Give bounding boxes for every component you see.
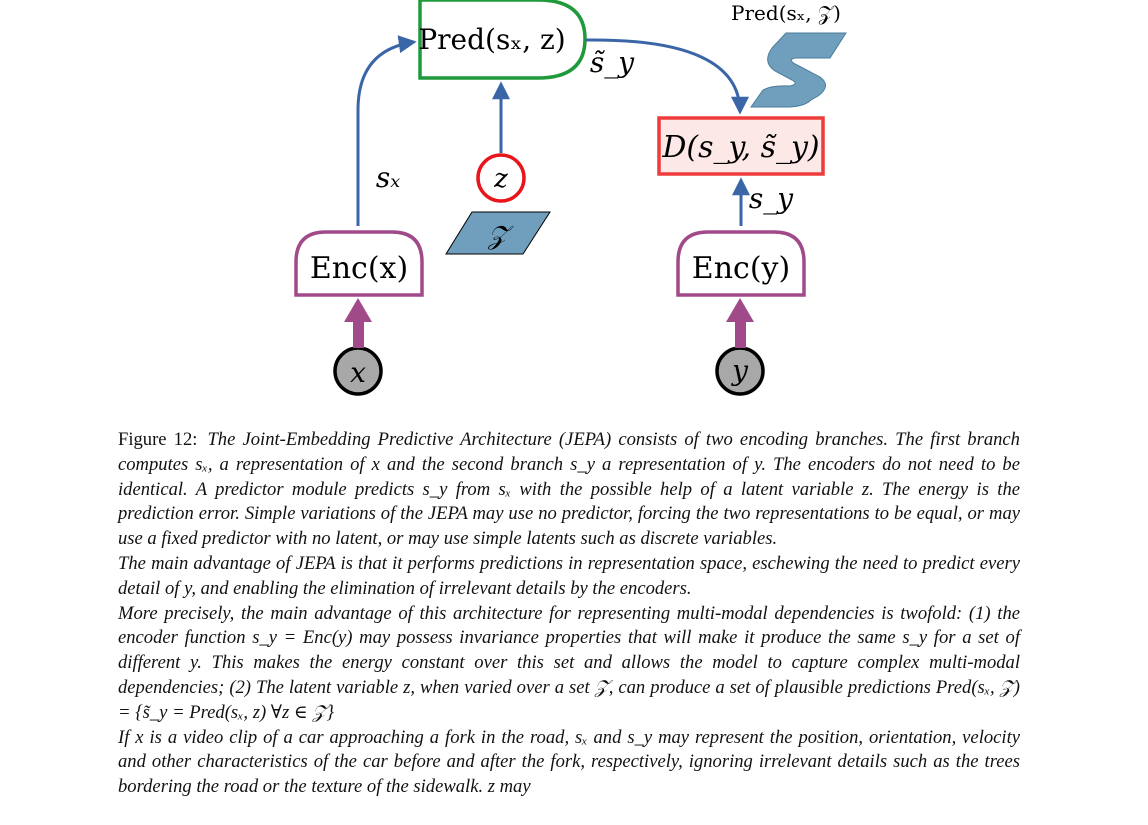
latent-variable-z: z [476,153,526,203]
figure-label: Figure 12: [118,429,198,450]
input-arrow-x [344,298,372,348]
caption-paragraph-3: More precisely, the main advantage of th… [118,602,1020,723]
observed-variable-x: x [333,346,383,396]
prediction-set-shape [750,32,847,108]
encoder-y: Enc(y) [676,230,806,297]
predictor: Pred(sₓ, z) [418,0,587,80]
encoder-x: Enc(x) [294,230,424,297]
x-node-label: x [350,356,366,389]
arrow-encx-to-pred [356,35,417,226]
predictor-label: Pred(sₓ, z) [418,23,565,56]
prediction-set-label: Pred(sₓ, 𝒵) [731,1,841,25]
energy-label: D(s_y, s̃_y) [661,130,819,165]
edge-label-sx: sₓ [376,161,400,194]
caption-paragraph-2: The main advantage of JEPA is that it pe… [118,552,1020,599]
caption-paragraph-1: Figure 12:The Joint-Embedding Predictive… [118,428,1020,552]
encoder-x-label: Enc(x) [310,251,408,286]
figure-caption: Figure 12:The Joint-Embedding Predictive… [118,428,1020,800]
encoder-y-label: Enc(y) [692,251,790,286]
caption-paragraph-4: If x is a video clip of a car approachin… [118,726,1020,798]
caption-text-1: The Joint-Embedding Predictive Architect… [118,429,1020,550]
jepa-diagram: x y Enc(x) Enc(y) Pred(sₓ, z) D(s_y, s̃_… [294,0,847,396]
edge-label-s-tilde-y: s̃_y [590,46,635,79]
observed-variable-y: y [715,346,765,396]
input-arrow-y [726,298,754,348]
latent-set-shape: 𝒵 [445,211,551,255]
energy-module: D(s_y, s̃_y) [657,116,825,176]
arrow-pred-to-energy [584,38,749,115]
z-node-label: z [493,164,508,194]
y-node-label: y [730,354,749,387]
edge-label-sy: s_y [749,182,794,215]
